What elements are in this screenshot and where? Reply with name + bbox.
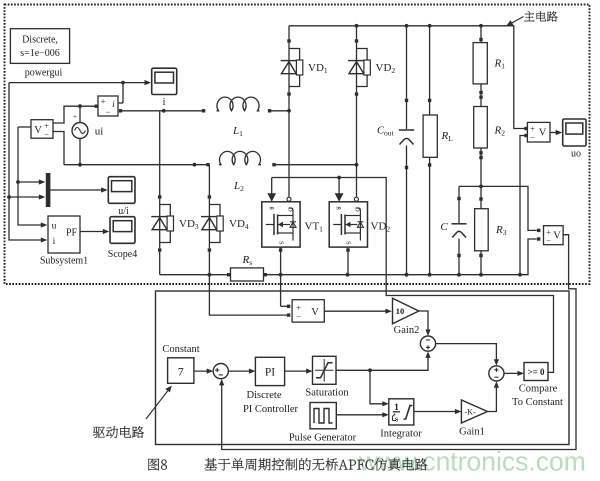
svg-text:1: 1 [394, 403, 399, 413]
svg-text:+: + [546, 227, 551, 237]
svg-text:−: − [105, 107, 110, 117]
svg-text:Discrete: Discrete [247, 390, 282, 401]
svg-text:R3: R3 [495, 224, 507, 237]
svg-text:S: S [277, 241, 284, 245]
svg-text:+: + [73, 113, 77, 121]
svg-text:PF: PF [66, 228, 78, 239]
svg-text:VD3: VD3 [179, 218, 199, 231]
svg-text:10: 10 [396, 306, 405, 316]
svg-text:To Constant: To Constant [512, 397, 563, 408]
svg-text:−: − [530, 132, 535, 142]
svg-text:R1: R1 [494, 58, 506, 71]
svg-text:R2: R2 [494, 125, 506, 138]
svg-text:Scope4: Scope4 [108, 249, 137, 260]
svg-text:+: + [100, 97, 105, 107]
svg-text:Subsystem1: Subsystem1 [40, 256, 88, 267]
svg-text:−: − [44, 129, 49, 139]
svg-text:Integrator: Integrator [380, 429, 422, 440]
svg-text:L1: L1 [232, 125, 243, 138]
svg-text:−: − [296, 312, 301, 322]
svg-text:i: i [53, 237, 56, 247]
svg-text:uo: uo [571, 149, 581, 160]
svg-text:VD2: VD2 [376, 62, 396, 75]
svg-text:s: s [395, 415, 398, 424]
svg-text:g: g [336, 207, 343, 211]
svg-text:−: − [546, 236, 551, 246]
svg-text:+: + [530, 124, 535, 134]
svg-text:+: + [44, 121, 49, 131]
svg-text:powergui: powergui [25, 68, 63, 79]
svg-text:Saturation: Saturation [305, 388, 349, 399]
svg-text:-K-: -K- [464, 408, 475, 417]
svg-text:i: i [112, 100, 115, 110]
svg-text:>= 0: >= 0 [527, 367, 545, 377]
svg-text:PI: PI [265, 367, 275, 379]
svg-text:Cout: Cout [377, 126, 395, 138]
svg-text:L2: L2 [233, 180, 244, 193]
svg-text:ui: ui [95, 126, 104, 138]
svg-text:Gain1: Gain1 [459, 427, 485, 438]
svg-text:S: S [345, 241, 352, 245]
svg-text:V: V [34, 125, 42, 136]
svg-text:D: D [286, 207, 293, 212]
svg-text:V: V [553, 231, 561, 242]
svg-text:RL: RL [441, 130, 454, 143]
svg-text:VD1: VD1 [308, 62, 328, 75]
svg-text:Gain2: Gain2 [394, 325, 420, 336]
svg-text:u: u [52, 222, 57, 232]
svg-text:Rs: Rs [242, 254, 253, 267]
svg-text:C: C [440, 221, 448, 233]
svg-text:Pulse Generator: Pulse Generator [289, 433, 357, 444]
svg-text:VD4: VD4 [229, 218, 249, 231]
svg-text:7: 7 [178, 365, 184, 379]
svg-text:Compare: Compare [519, 384, 558, 395]
svg-text:VT1: VT1 [305, 221, 324, 234]
svg-text:VD2: VD2 [371, 221, 391, 234]
svg-text:i: i [163, 97, 166, 108]
svg-text:+: + [296, 303, 301, 313]
svg-text:D: D [354, 207, 361, 212]
svg-text:Constant: Constant [162, 344, 199, 355]
svg-text:Discrete,: Discrete, [22, 35, 58, 46]
svg-text:g: g [269, 207, 276, 211]
svg-text:s=1e−006: s=1e−006 [20, 48, 60, 59]
svg-text:PI Controller: PI Controller [243, 404, 299, 415]
svg-text:V: V [311, 307, 319, 318]
svg-text:V: V [539, 128, 547, 139]
svg-text:u/i: u/i [118, 206, 129, 217]
